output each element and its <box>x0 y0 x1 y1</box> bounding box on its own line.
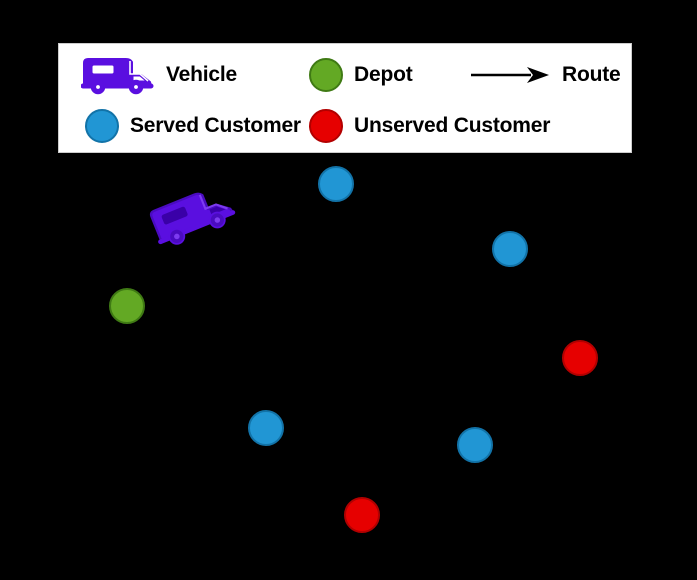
legend-label-route: Route <box>562 63 621 86</box>
depot-1-marker[interactable] <box>109 288 145 324</box>
legend-entry-vehicle: Vehicle <box>81 50 237 100</box>
vehicle-1-marker[interactable] <box>145 178 242 253</box>
vehicle-truck-icon <box>81 55 155 95</box>
served-customer-1-marker[interactable] <box>318 166 354 202</box>
legend-row-2: Served Customer Unserved Customer <box>59 101 631 151</box>
served-customer-4-marker[interactable] <box>457 427 493 463</box>
legend-entry-served-customer: Served Customer <box>85 101 301 151</box>
legend-entry-depot: Depot <box>309 50 413 100</box>
unserved-customer-2-marker[interactable] <box>344 497 380 533</box>
legend-panel: Vehicle Depot Route <box>58 43 632 153</box>
legend-entry-unserved-customer: Unserved Customer <box>309 101 550 151</box>
served-customer-circle-icon <box>85 109 119 143</box>
unserved-customer-1-marker[interactable] <box>562 340 598 376</box>
unserved-customer-circle-icon <box>309 109 343 143</box>
legend-entry-route: Route <box>469 50 621 100</box>
legend-label-unserved-customer: Unserved Customer <box>354 114 551 137</box>
served-customer-3-marker[interactable] <box>248 410 284 446</box>
legend-label-depot: Depot <box>354 63 413 86</box>
legend-label-vehicle: Vehicle <box>166 63 237 86</box>
served-customer-2-marker[interactable] <box>492 231 528 267</box>
legend-row-1: Vehicle Depot Route <box>59 50 631 100</box>
legend-label-served-customer: Served Customer <box>130 114 301 137</box>
route-arrow-icon <box>469 63 551 87</box>
depot-circle-icon <box>309 58 343 92</box>
